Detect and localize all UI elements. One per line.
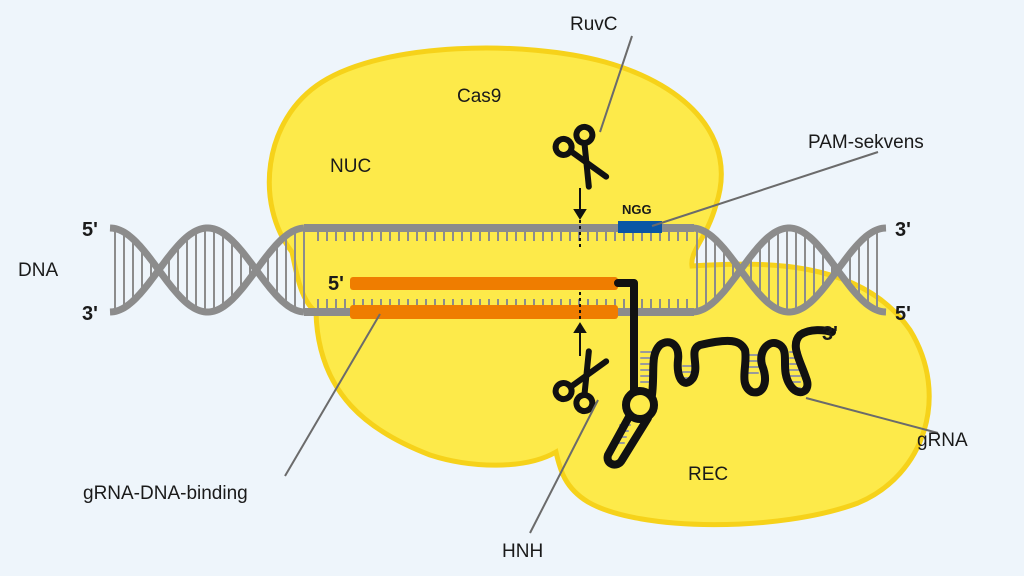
pam-leader [651,151,879,227]
right-bottom-end-label: 5' [895,303,911,325]
left-bottom-end-label: 3' [82,303,98,325]
left-helix-strand-b [109,224,305,316]
left-helix-strand-a [109,224,305,316]
grna-3-end-label: 3' [822,323,838,345]
dna-target-strand-bar [350,305,618,319]
pam-box [618,221,662,233]
ngg-label: NGG [622,202,652,217]
ruvc-label: RuvC [570,14,618,35]
right-helix-strand-b [691,224,887,316]
cut-site-arrows [573,188,587,356]
rec-label: REC [688,464,728,485]
ruvc-leader [599,35,633,133]
cas9-label: Cas9 [457,86,501,107]
pam-label: PAM-sekvens [808,132,924,153]
dna-label: DNA [18,260,58,281]
right-top-end-label: 3' [895,219,911,241]
guide-strand-bar [350,277,618,290]
binding-label: gRNA-DNA-binding [83,483,248,504]
hnh-label: HNH [502,541,543,562]
hnh-leader [529,399,599,534]
scissors-icon [552,123,610,190]
right-helix-strand-a [691,224,887,316]
guide-5-end-label: 5' [328,273,344,295]
left-top-end-label: 5' [82,219,98,241]
scissors-icon [552,348,610,415]
grna-structure [603,279,836,469]
grna-leader [805,397,939,434]
grna-label: gRNA [917,430,968,451]
binding-leader [284,313,381,477]
nuc-label: NUC [330,156,371,177]
